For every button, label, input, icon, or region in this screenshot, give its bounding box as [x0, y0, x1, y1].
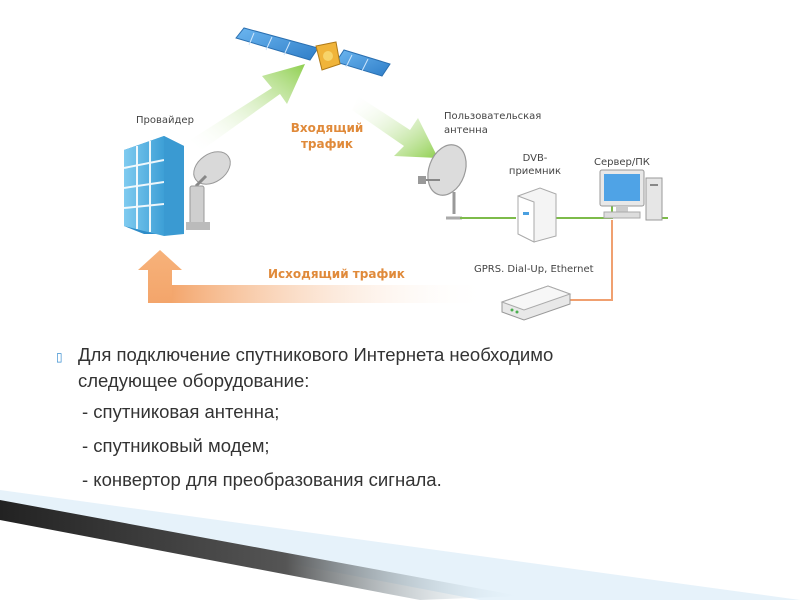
list-item: - спутниковая антенна;: [82, 401, 280, 422]
label-server: Сервер/ПК: [594, 157, 650, 168]
cable-orange: [570, 220, 613, 301]
receiver-icon: [517, 187, 557, 243]
user-dish-icon: [418, 144, 467, 220]
bullet-text: Для подключение спутникового Интернета н…: [78, 342, 756, 394]
computer-icon: [599, 169, 663, 221]
main-line-2: следующее оборудование:: [78, 370, 310, 391]
label-user-antenna-1: Пользовательская: [444, 111, 542, 122]
label-incoming-1: Входящий: [290, 121, 364, 135]
label-provider: Провайдер: [136, 115, 194, 126]
list-item: - конвертор для преобразования сигнала.: [82, 469, 442, 490]
label-dvb-2: приемник: [508, 166, 562, 177]
label-incoming-2: трафик: [300, 137, 354, 151]
incoming-arrow-up: [190, 64, 305, 150]
list-item: - спутниковый модем;: [82, 435, 270, 456]
main-text-block: ▯ Для подключение спутникового Интернета…: [56, 342, 756, 492]
dish-icon: [186, 151, 231, 230]
outgoing-arrow: [138, 250, 490, 303]
bottom-stripe: [0, 490, 800, 600]
label-user-antenna-2: антенна: [444, 125, 488, 136]
label-incoming-traffic: Входящий трафик: [282, 120, 372, 152]
bullet-line: ▯ Для подключение спутникового Интернета…: [56, 342, 756, 394]
satellite-icon: [235, 27, 391, 77]
label-dvb-1: DVB-: [522, 153, 548, 164]
incoming-arrow-down: [352, 96, 438, 158]
label-outgoing-traffic: Исходящий трафик: [268, 267, 405, 281]
modem-icon: [500, 285, 572, 321]
bullet-marker-icon: ▯: [56, 350, 63, 364]
building-icon: [123, 136, 184, 236]
label-link-types: GPRS. Dial-Up, Ethernet: [474, 264, 594, 275]
main-line-1: Для подключение спутникового Интернета н…: [78, 344, 554, 365]
